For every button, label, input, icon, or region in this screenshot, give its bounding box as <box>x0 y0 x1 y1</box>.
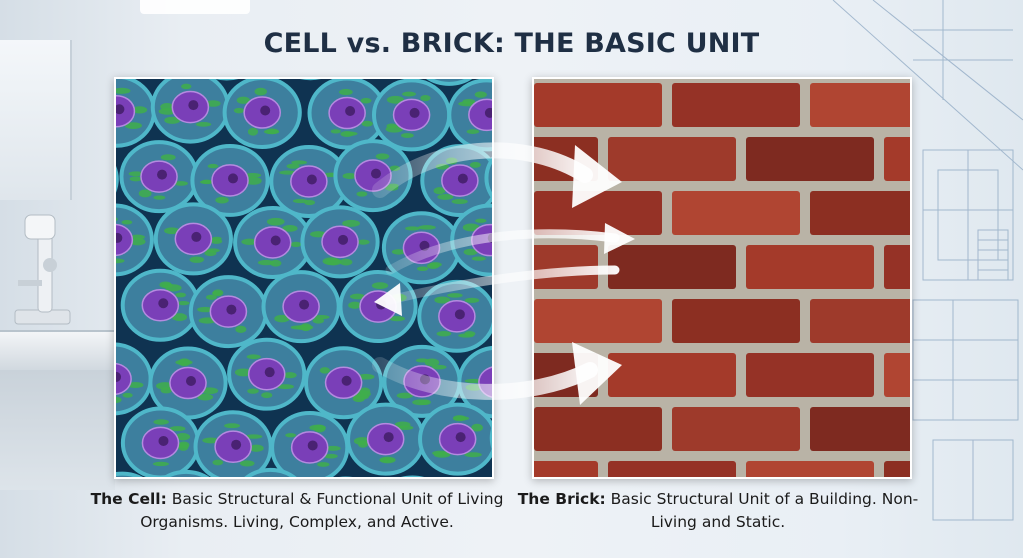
lab-bench-cabinet <box>0 370 115 490</box>
brick <box>534 407 662 451</box>
cell <box>371 79 452 152</box>
cell <box>188 275 268 349</box>
cell <box>233 205 313 279</box>
cell <box>346 402 426 476</box>
cell <box>381 211 462 285</box>
ceiling-light <box>140 0 250 14</box>
brick <box>884 461 910 477</box>
cell <box>120 406 201 477</box>
lab-window <box>0 40 72 200</box>
brick <box>534 83 662 127</box>
brick <box>608 461 736 477</box>
cell <box>120 268 200 342</box>
brick <box>746 245 874 289</box>
brick-caption-label: The Brick: <box>517 490 606 508</box>
cell <box>116 471 143 477</box>
brick-icon <box>534 79 910 477</box>
cell <box>153 202 233 276</box>
brick <box>810 299 910 343</box>
cell <box>269 145 349 219</box>
brick <box>884 137 910 181</box>
cell <box>338 270 418 344</box>
cell <box>190 143 270 217</box>
brick <box>810 83 910 127</box>
brick <box>672 191 800 235</box>
cell <box>307 79 387 150</box>
cell <box>222 79 302 149</box>
brick-wall <box>532 77 912 479</box>
cell <box>426 79 473 86</box>
cell <box>244 467 297 477</box>
cell <box>150 79 230 144</box>
cell <box>162 469 210 477</box>
cell <box>304 346 384 420</box>
cell <box>333 139 413 213</box>
brick <box>746 353 874 397</box>
brick <box>810 407 910 451</box>
cell <box>300 205 380 279</box>
brick <box>534 137 598 181</box>
brick <box>746 137 874 181</box>
cell <box>148 346 228 420</box>
brick <box>608 137 736 181</box>
cell-caption-text: Basic Structural & Functional Unit of Li… <box>140 490 504 531</box>
brick <box>672 407 800 451</box>
brick <box>608 353 736 397</box>
cell <box>119 140 199 214</box>
cell-micrograph <box>114 77 494 479</box>
brick <box>534 299 662 343</box>
page-title: CELL vs. BRICK: THE BASIC UNIT <box>263 28 760 59</box>
cell <box>193 410 273 477</box>
microscope-icon <box>14 214 71 325</box>
cell <box>116 165 119 193</box>
brick <box>608 245 736 289</box>
brick <box>672 83 800 127</box>
brick <box>884 353 910 397</box>
cell <box>270 410 350 477</box>
cell <box>417 279 492 353</box>
brick <box>534 191 662 235</box>
brick <box>672 299 800 343</box>
cell <box>227 337 307 411</box>
brick <box>534 245 598 289</box>
brick <box>746 461 874 477</box>
brick <box>884 245 910 289</box>
cell <box>418 402 492 476</box>
brick-caption: The Brick: Basic Structural Unit of a Bu… <box>508 488 928 534</box>
cell <box>116 342 153 416</box>
cell-caption: The Cell: Basic Structural & Functional … <box>87 488 507 534</box>
cell-caption-label: The Cell: <box>90 490 167 508</box>
cell <box>261 270 341 344</box>
cell <box>116 79 156 148</box>
blueprint-icon <box>832 0 1023 521</box>
brick <box>534 461 598 477</box>
brick <box>810 191 910 235</box>
brick-caption-text: Basic Structural Unit of a Building. Non… <box>605 490 919 531</box>
cell <box>116 203 154 277</box>
brick <box>534 353 598 397</box>
cell-icon <box>116 79 492 477</box>
lab-bench <box>0 330 115 372</box>
